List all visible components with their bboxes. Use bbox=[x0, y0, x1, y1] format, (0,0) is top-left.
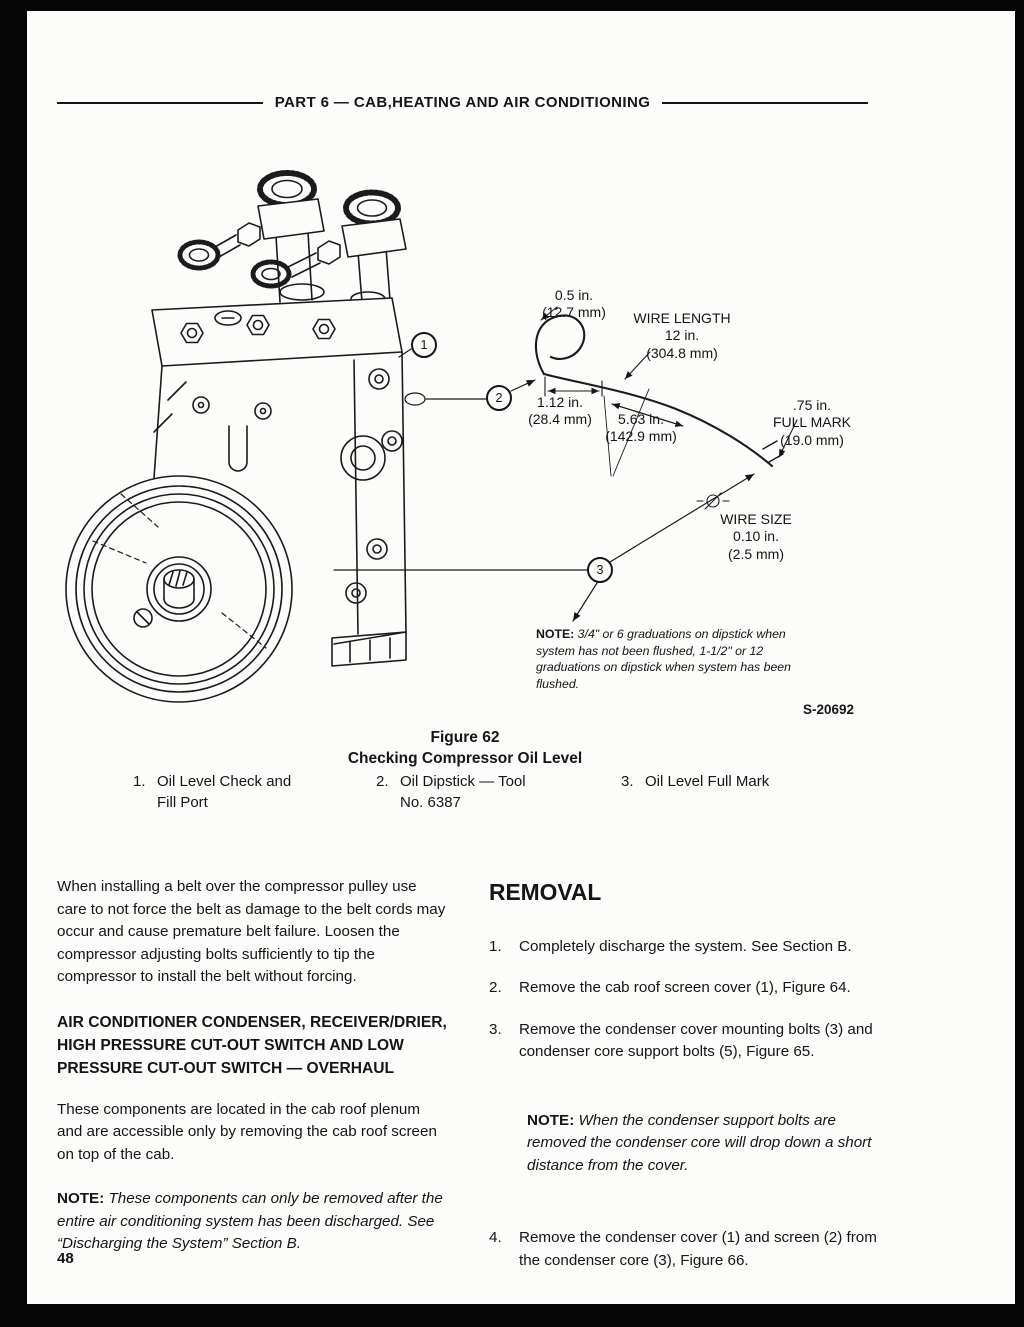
compressor-top-plate bbox=[151, 297, 403, 367]
scan-border-left bbox=[0, 0, 27, 1327]
callout-leaders bbox=[333, 348, 755, 622]
components-location-paragraph: These components are located in the cab … bbox=[57, 1100, 437, 1163]
header-rule-left bbox=[57, 101, 263, 104]
page-number: 48 bbox=[57, 1250, 74, 1267]
service-valve-left bbox=[177, 170, 325, 271]
figure-subtitle: Checking Compressor Oil Level bbox=[347, 749, 583, 767]
figure-reference-code: S-20692 bbox=[803, 702, 855, 717]
belt-installation-paragraph: When installing a belt over the compress… bbox=[57, 878, 446, 985]
discharge-note: NOTE: These components can only be remov… bbox=[57, 1188, 449, 1256]
step-number: 3. bbox=[489, 1020, 502, 1038]
step-text: Remove the cab roof screen cover (1), Fi… bbox=[519, 979, 851, 997]
legend-3-text: Oil Level Full Mark bbox=[645, 773, 770, 790]
scan-border-top bbox=[0, 0, 1024, 11]
callout-1: 1 bbox=[411, 332, 437, 358]
left-column: When installing a belt over the compress… bbox=[57, 876, 449, 1256]
legend-item-2: 2. Oil Dipstick — Tool No. 6387 bbox=[376, 771, 526, 814]
note-text: When the condenser support bolts are rem… bbox=[527, 1111, 872, 1174]
removal-step-4: 4. Remove the condenser cover (1) and sc… bbox=[489, 1227, 885, 1272]
callout-2: 2 bbox=[486, 385, 512, 411]
section-heading-condenser-overhaul: AIR CONDITIONER CONDENSER, RECEIVER/DRIE… bbox=[57, 1013, 447, 1078]
note-text: These components can only be removed aft… bbox=[57, 1190, 443, 1253]
scan-border-bottom bbox=[0, 1304, 1024, 1327]
legend-2-number: 2. bbox=[376, 773, 389, 790]
label-dim-half-inch: 0.5 in. (12.7 mm) bbox=[542, 287, 606, 321]
removal-heading: REMOVAL bbox=[489, 879, 602, 905]
compressor-body bbox=[153, 351, 407, 667]
label-dim-5-63: 5.63 in. (142.9 mm) bbox=[605, 411, 677, 445]
figure-note-label: NOTE: bbox=[536, 627, 575, 641]
figure-note: NOTE: 3/4" or 6 graduations on dipstick … bbox=[536, 626, 794, 693]
scan-border-right bbox=[1015, 0, 1024, 1327]
figure-title-block: Figure 62 Checking Compressor Oil Level bbox=[160, 728, 770, 770]
label-wire-size: WIRE SIZE 0.10 in. (2.5 mm) bbox=[720, 511, 792, 562]
legend-item-3: 3. Oil Level Full Mark bbox=[621, 771, 769, 792]
step-number: 4. bbox=[489, 1229, 502, 1247]
header-rule-right bbox=[662, 101, 869, 104]
removal-step-1: 1. Completely discharge the system. See … bbox=[489, 936, 885, 959]
callout-3: 3 bbox=[587, 557, 613, 583]
service-valve-right bbox=[250, 189, 407, 289]
step-text: Completely discharge the system. See Sec… bbox=[519, 937, 852, 955]
note-label: NOTE: bbox=[527, 1111, 575, 1129]
step-number: 2. bbox=[489, 979, 502, 997]
legend-item-1: 1. Oil Level Check and Fill Port bbox=[133, 771, 291, 814]
callout-2-number: 2 bbox=[495, 391, 503, 405]
legend-1-text: Oil Level Check and Fill Port bbox=[157, 773, 292, 812]
removal-step-3: 3. Remove the condenser cover mounting b… bbox=[489, 1019, 885, 1064]
figure-title: Figure 62 bbox=[430, 729, 500, 746]
condenser-support-note: NOTE: When the condenser support bolts a… bbox=[527, 1110, 881, 1178]
legend-2-text: Oil Dipstick — Tool No. 6387 bbox=[400, 773, 526, 812]
legend-1-number: 1. bbox=[133, 773, 146, 790]
page-title: PART 6 — CAB,HEATING AND AIR CONDITIONIN… bbox=[274, 94, 651, 111]
callout-1-number: 1 bbox=[420, 338, 428, 352]
step-text: Remove the condenser cover mounting bolt… bbox=[519, 1020, 873, 1061]
figure-note-text: 3/4" or 6 graduations on dipstick when s… bbox=[536, 627, 791, 692]
valve-risers bbox=[275, 231, 391, 307]
callout-3-number: 3 bbox=[596, 563, 604, 577]
removal-step-2: 2. Remove the cab roof screen cover (1),… bbox=[489, 977, 885, 1000]
label-full-mark: .75 in. FULL MARK (19.0 mm) bbox=[772, 397, 852, 448]
label-wire-length: WIRE LENGTH 12 in. (304.8 mm) bbox=[633, 310, 731, 361]
step-number: 1. bbox=[489, 937, 502, 955]
legend-3-number: 3. bbox=[621, 773, 634, 790]
compressor-pulley bbox=[65, 475, 293, 703]
page-header: PART 6 — CAB,HEATING AND AIR CONDITIONIN… bbox=[57, 94, 869, 111]
right-column: REMOVAL 1. Completely discharge the syst… bbox=[489, 876, 885, 1291]
step-text: Remove the condenser cover (1) and scree… bbox=[519, 1229, 877, 1269]
note-label: NOTE: bbox=[57, 1190, 105, 1208]
